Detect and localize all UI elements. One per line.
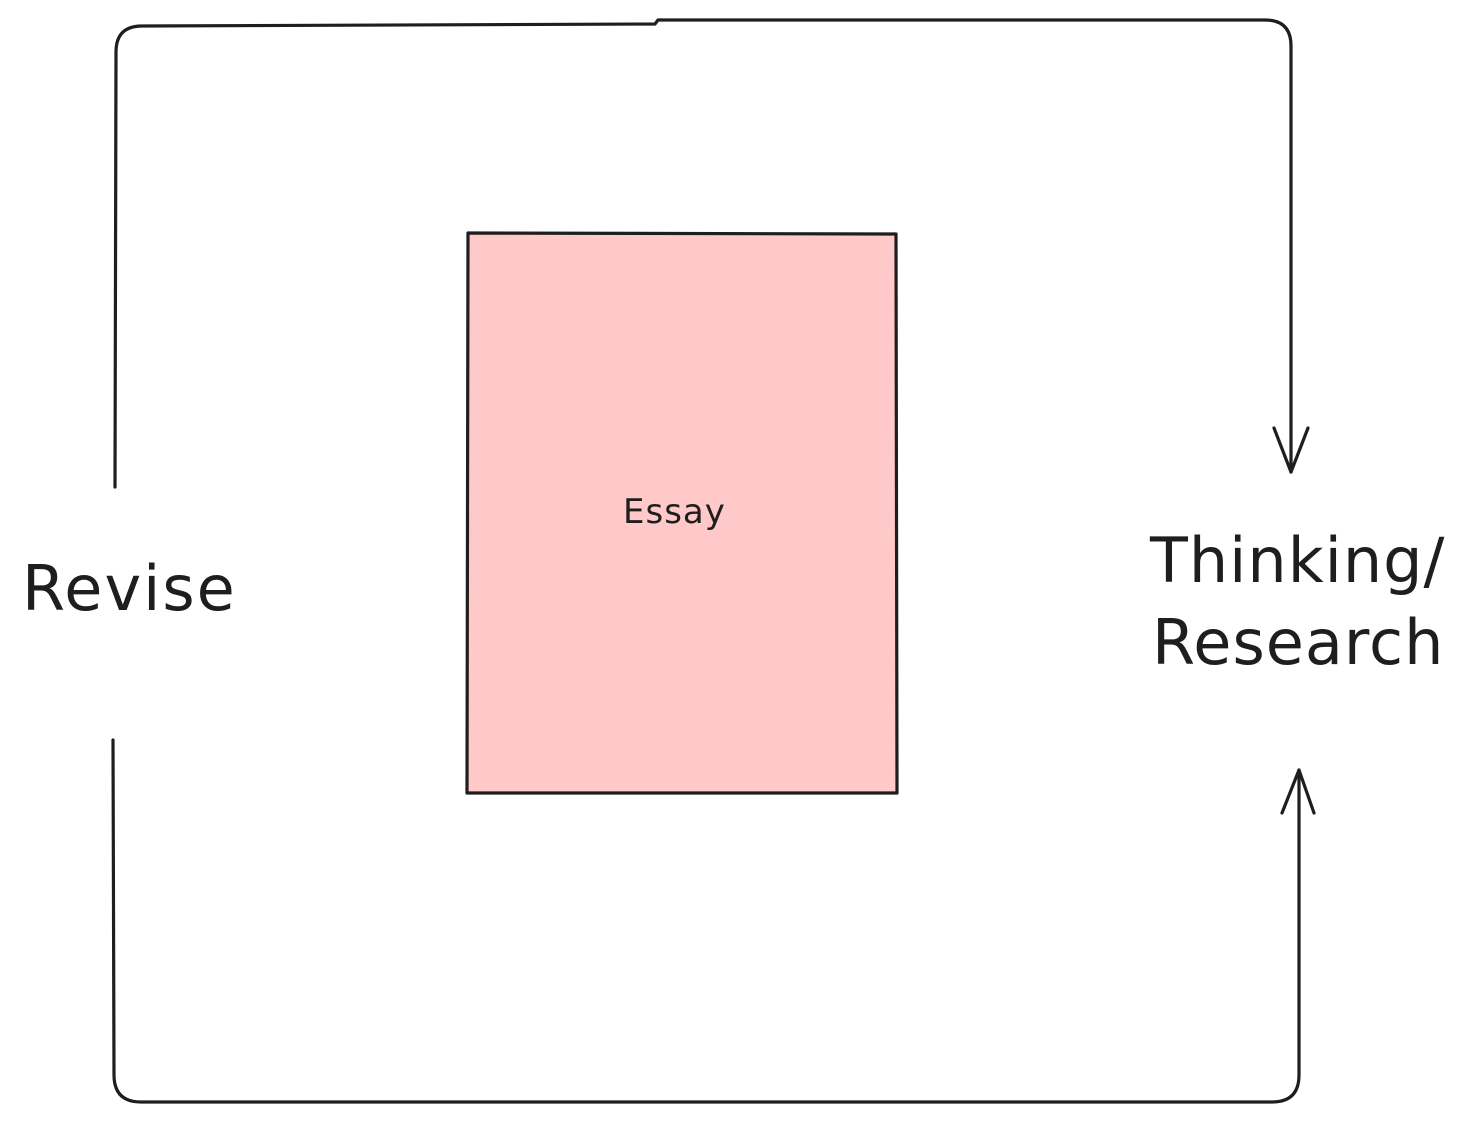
thinking-research-label-line2: Research bbox=[1152, 606, 1445, 679]
thinking-research-label-line1: Thinking/ bbox=[1150, 524, 1446, 597]
top-arrowhead-icon bbox=[1272, 426, 1310, 474]
top-connector-arrow[interactable] bbox=[113, 18, 1293, 489]
bottom-arrowhead-icon bbox=[1280, 768, 1316, 815]
essay-label: Essay bbox=[623, 492, 726, 532]
essay-box[interactable] bbox=[465, 231, 899, 795]
bottom-connector-arrow[interactable] bbox=[111, 738, 1301, 1104]
revise-label: Revise bbox=[22, 552, 237, 625]
